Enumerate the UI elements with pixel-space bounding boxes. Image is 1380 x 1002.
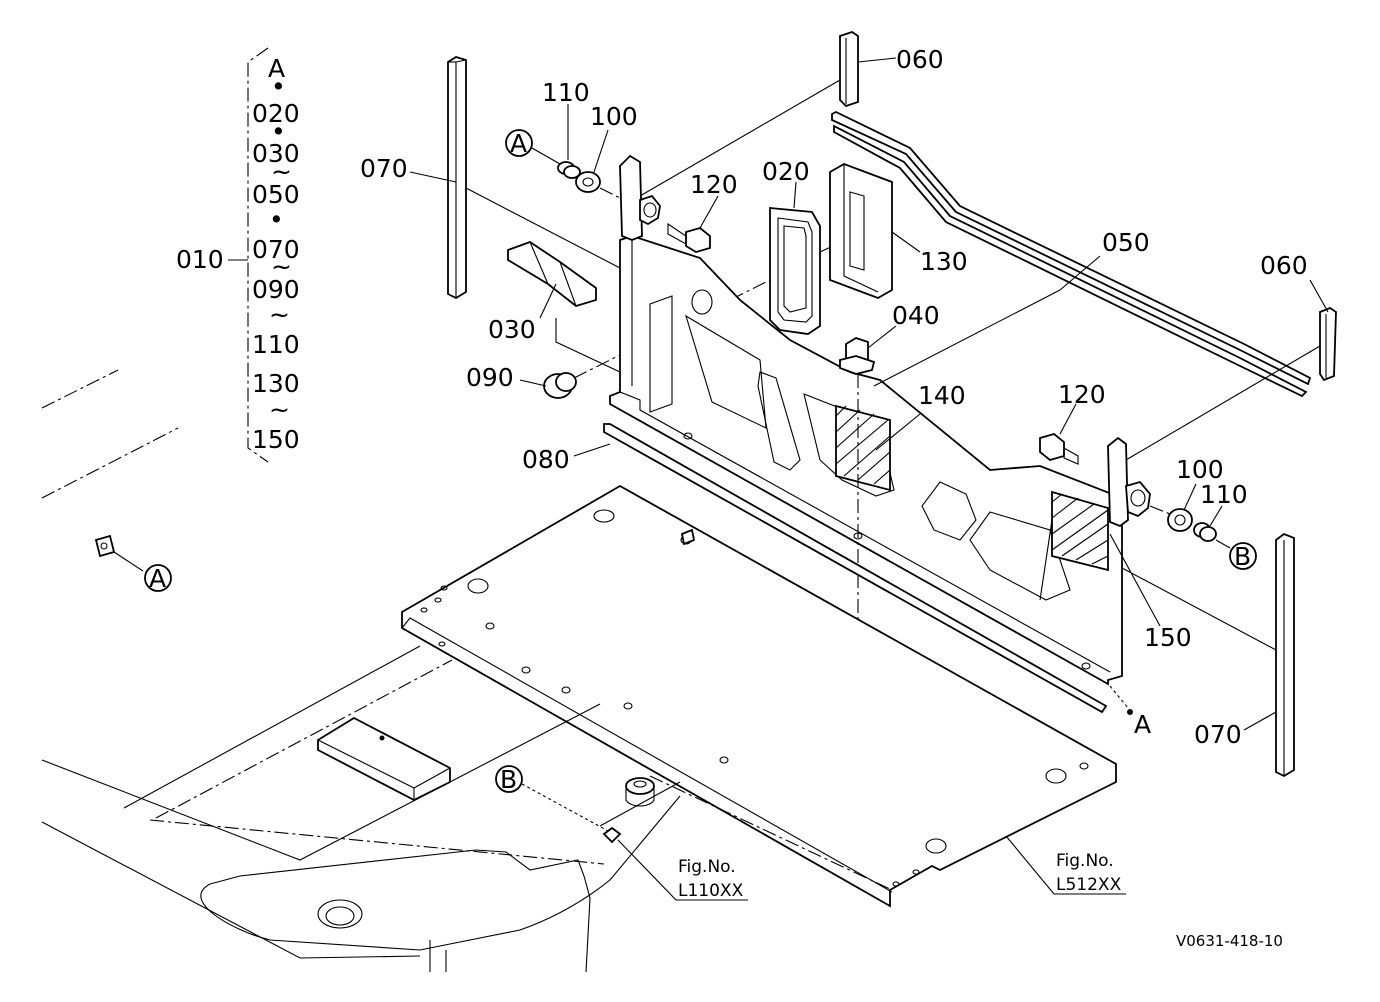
callout-100-left: 100 — [590, 102, 638, 131]
group-sep: ~ — [271, 252, 292, 281]
callout-070-left: 070 — [360, 154, 408, 183]
nut-a-part — [94, 534, 172, 592]
marker-a-1: A — [149, 564, 166, 593]
bracket-030 — [507, 240, 597, 307]
marker-b-1: B — [1234, 542, 1251, 571]
ref2-code: L512XX — [1056, 875, 1122, 895]
main-panel — [609, 154, 1151, 686]
marker-a-2: A — [510, 129, 527, 158]
callout-100-right: 100 — [1176, 455, 1224, 484]
group-item-030: 030 — [252, 139, 300, 168]
marker-b-2: B — [500, 765, 517, 794]
group-bracket — [228, 47, 269, 463]
callout-120-right: 120 — [1058, 380, 1106, 409]
group-sep: ~ — [269, 300, 290, 329]
washer-100-left — [575, 171, 601, 193]
reference-l512: Fig.No. L512XX — [1005, 835, 1126, 895]
group-item-150: 150 — [252, 425, 300, 454]
gasket-020 — [769, 207, 821, 335]
drawing-code: V0631-418-10 — [1176, 932, 1283, 950]
group-item-070: 070 — [252, 235, 300, 264]
group-item-050: 050 — [252, 180, 300, 209]
seal-050 — [831, 110, 1312, 398]
callout-050: 050 — [1102, 228, 1150, 257]
callout-060-right: 060 — [1260, 251, 1308, 280]
ref1-code: L110XX — [678, 881, 744, 901]
reference-l110: Fig.No. L110XX — [617, 839, 748, 901]
group-sep: ~ — [269, 395, 290, 424]
marker-a-3: A — [1134, 710, 1151, 739]
group-sep: • — [271, 72, 286, 101]
ref2-title: Fig.No. — [1056, 851, 1114, 871]
center-line — [41, 427, 179, 499]
group-item-a: A — [268, 54, 285, 83]
group-item-020: 020 — [252, 99, 300, 128]
callout-030: 030 — [488, 315, 536, 344]
group-item-090: 090 — [252, 275, 300, 304]
bolt-120-right — [1039, 433, 1079, 465]
group-sep: • — [271, 117, 286, 146]
floor-plate — [401, 484, 1117, 908]
seal-130 — [829, 163, 893, 299]
spacer-110-right — [1193, 522, 1217, 542]
group-list: A • 020 • 030 ~ 050 • 070 ~ 090 ~ 110 13… — [252, 54, 300, 454]
callout-020: 020 — [762, 157, 810, 186]
callout-010: 010 — [176, 245, 224, 274]
callout-060-top: 060 — [896, 45, 944, 74]
callout-110-right: 110 — [1200, 480, 1248, 509]
group-item-110: 110 — [252, 330, 300, 359]
ref1-title: Fig.No. — [678, 857, 736, 877]
callout-110-left: 110 — [542, 78, 590, 107]
callout-120-left: 120 — [690, 170, 738, 199]
callout-070-right: 070 — [1194, 720, 1242, 749]
column-070-left — [447, 56, 467, 300]
callout-130: 130 — [920, 247, 968, 276]
center-line — [41, 369, 119, 409]
spacer-110-left — [557, 161, 581, 179]
group-sep: • — [269, 205, 284, 234]
group-item-130: 130 — [252, 369, 300, 398]
callout-140: 140 — [918, 381, 966, 410]
callout-150: 150 — [1144, 623, 1192, 652]
callout-080: 080 — [522, 445, 570, 474]
group-sep: ~ — [271, 157, 292, 186]
callout-090: 090 — [466, 363, 514, 392]
cap-090 — [543, 372, 577, 399]
cabin-floor — [41, 645, 681, 973]
strip-060-top — [839, 31, 859, 108]
bolt-040 — [839, 337, 876, 375]
column-070-right — [1275, 532, 1295, 778]
strip-080 — [603, 423, 1108, 714]
bolt-120-left — [667, 222, 711, 253]
callout-040: 040 — [892, 301, 940, 330]
washer-100-right — [1167, 508, 1193, 532]
strip-060-right — [1319, 306, 1337, 382]
